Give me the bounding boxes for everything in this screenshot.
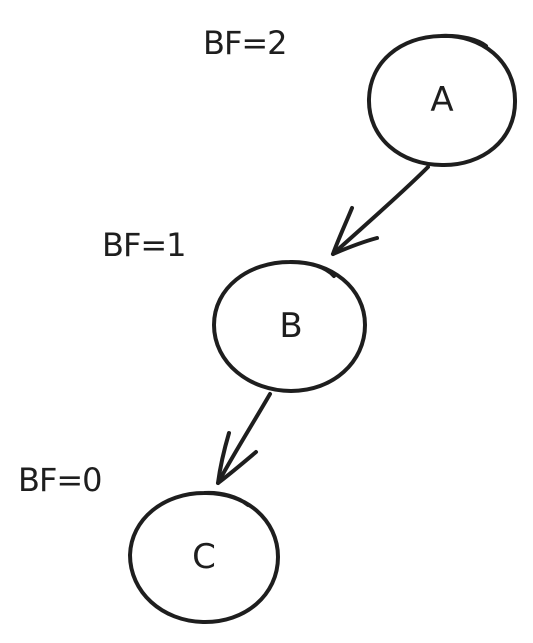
arrow-head-a-b-icon xyxy=(331,206,379,256)
node-label-a: A xyxy=(430,80,453,120)
node-circle-a xyxy=(366,33,518,168)
edge-line-a-b xyxy=(331,165,430,256)
balance-factor-label-b: BF=1 xyxy=(102,226,186,264)
edge-line-b-c xyxy=(216,392,272,485)
balance-factor-label-c: BF=0 xyxy=(18,461,102,499)
node-label-c: C xyxy=(192,537,216,577)
node-circle-b xyxy=(211,259,368,394)
edge-b-to-c xyxy=(216,392,272,485)
node-label-b: B xyxy=(279,306,302,346)
tree-node-b: B xyxy=(211,259,368,394)
tree-node-a: A xyxy=(366,33,518,168)
edge-a-to-b xyxy=(331,165,430,256)
tree-node-c: C xyxy=(127,490,281,625)
node-circle-c xyxy=(127,490,281,625)
arrow-head-b-c-icon xyxy=(216,431,258,485)
balance-factor-label-a: BF=2 xyxy=(203,24,287,62)
